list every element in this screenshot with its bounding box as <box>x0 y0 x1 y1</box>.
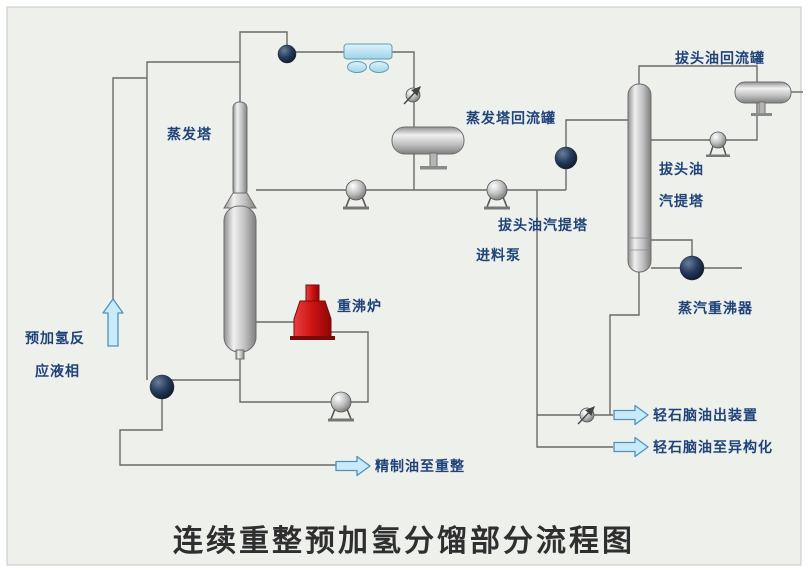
stripper-feed-pump <box>484 179 510 210</box>
refined-oil-arrow <box>335 455 371 477</box>
evaporation-tower <box>223 101 257 360</box>
topped-oil-stripper <box>627 83 652 273</box>
air-cooler <box>343 43 393 73</box>
naphtha-out-arrow <box>613 404 649 426</box>
label-naphtha-isom: 轻石脑油至异构化 <box>653 439 773 455</box>
bottoms-exchanger-sphere <box>149 374 175 400</box>
label-topped-oil-reflux-drum: 拔头油回流罐 <box>675 50 765 66</box>
naphtha-isom-arrow <box>613 436 649 458</box>
label-stripper-line1: 拔头油 <box>659 161 704 177</box>
label-evaporation-tower: 蒸发塔 <box>167 126 212 142</box>
piping <box>112 31 803 466</box>
pipe-reboiler-loop <box>651 239 742 269</box>
overhead-exchanger-sphere <box>277 44 297 64</box>
label-steam-reboiler: 蒸汽重沸器 <box>678 300 753 316</box>
feed-arrow-up <box>102 298 124 347</box>
label-naphtha-out: 轻石脑油出装置 <box>653 407 758 423</box>
stripper-reflux-pump <box>706 131 730 157</box>
label-prehydro-line2: 应液相 <box>35 363 80 379</box>
topped-oil-reflux-drum <box>734 81 792 116</box>
pipe-tower-bottoms <box>239 352 331 403</box>
label-prehydro-line1: 预加氢反 <box>25 330 85 346</box>
reboiler-furnace <box>290 284 335 340</box>
pipe-naphtha-vertical <box>536 190 613 448</box>
pipe-stripper-overhead <box>638 65 758 84</box>
flow-arrows <box>102 298 649 477</box>
steam-reboiler-sphere <box>679 255 705 281</box>
evap-reflux-pump <box>343 179 369 210</box>
feed-exchanger-sphere <box>554 146 578 170</box>
label-reboiler-furnace: 重沸炉 <box>337 298 382 314</box>
label-stripper-line2: 汽提塔 <box>659 193 704 209</box>
evap-reflux-drum <box>391 126 465 170</box>
label-feed-pump-line2: 进料泵 <box>476 247 521 263</box>
diagram-title: 连续重整预加氢分馏部分流程图 <box>173 525 635 558</box>
pipe-left-riser <box>146 61 240 380</box>
pipe-stripper-bottoms <box>609 272 640 415</box>
pipe-refined-oil <box>119 398 336 466</box>
pipe-tower-overhead <box>239 31 344 104</box>
label-feed-pump-line1: 拔头油汽提塔 <box>498 217 588 233</box>
label-refined-oil: 精制油至重整 <box>375 458 465 474</box>
pipe-feed-left <box>112 77 147 302</box>
pipe-pump-to-furnace <box>330 331 369 403</box>
tower-bottoms-pump <box>328 391 354 422</box>
reflux-control-valve <box>403 85 421 105</box>
label-evap-reflux-drum: 蒸发塔回流罐 <box>466 110 556 126</box>
naphtha-control-valve <box>577 405 595 425</box>
diagram-frame <box>6 6 802 566</box>
